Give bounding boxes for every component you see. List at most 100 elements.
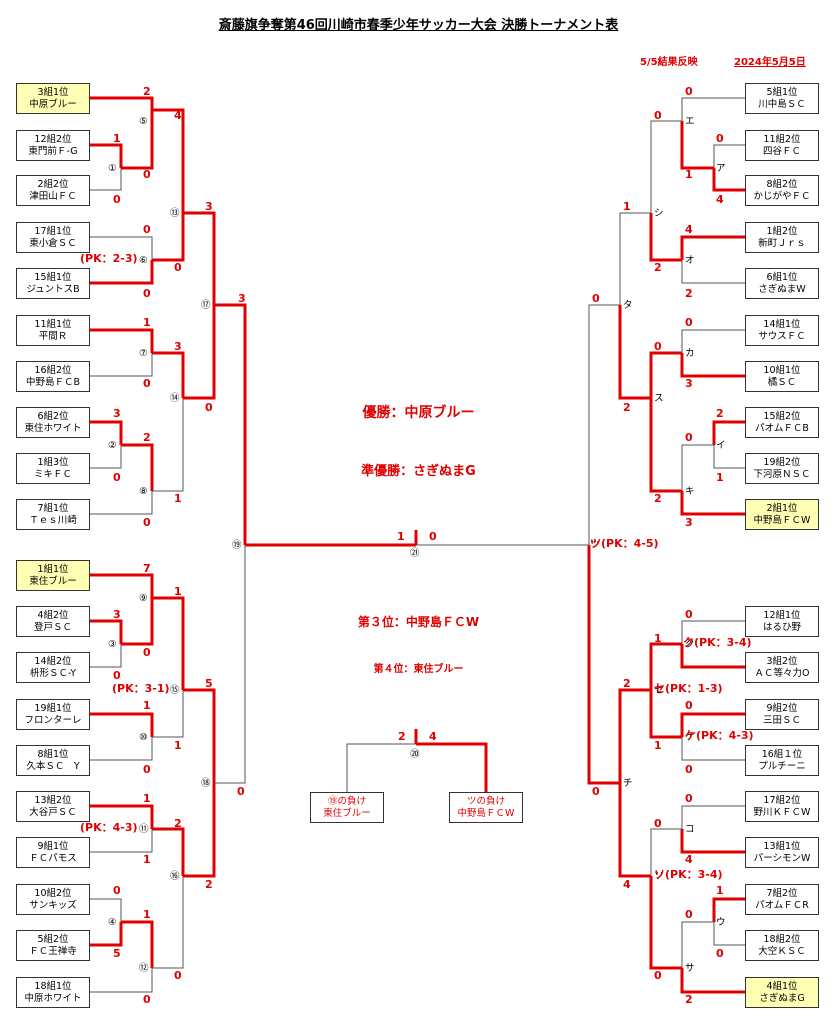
bracket-line bbox=[90, 737, 153, 761]
fourth-place-text: 第４位：東住ブルー bbox=[373, 664, 464, 675]
score: 0 bbox=[654, 969, 662, 982]
bracket-line bbox=[90, 898, 122, 922]
score: 1 bbox=[174, 739, 182, 752]
score: 1 bbox=[623, 200, 631, 213]
team-name: 中野島ＦＣW bbox=[753, 514, 811, 526]
bracket-line bbox=[681, 97, 745, 121]
pk-result: ケ(PK：4-3) bbox=[685, 729, 754, 742]
score: 0 bbox=[143, 377, 151, 390]
team-name: 枡形ＳＣ-Y bbox=[29, 667, 77, 679]
team-rank: 9組2位 bbox=[766, 702, 798, 714]
score: 0 bbox=[113, 471, 121, 484]
team-rank: 8組2位 bbox=[766, 178, 798, 190]
team-name: 野川ＫＦＣW bbox=[753, 806, 811, 818]
bracket-line bbox=[681, 805, 745, 829]
score: 2 bbox=[685, 287, 693, 300]
team-name: 東門前Ｆ-G bbox=[28, 145, 78, 157]
bracket-line bbox=[121, 598, 154, 646]
team-rank: 1組2位 bbox=[766, 225, 798, 237]
bracket-line bbox=[183, 305, 216, 400]
team-box: 6組1位さぎぬまW bbox=[745, 268, 819, 299]
score: 2 bbox=[685, 993, 693, 1006]
bracket-line bbox=[90, 619, 123, 644]
pk-result: ソ(PK：3-4) bbox=[654, 868, 723, 881]
team-box: 16組１位プルチーニ bbox=[745, 745, 819, 776]
team-box: 4組2位登戸ＳＣ bbox=[16, 606, 90, 637]
team-name: はるひ野 bbox=[762, 621, 801, 633]
team-box: 1組2位新町Ｊｒｓ bbox=[745, 222, 819, 253]
team-name: ジュントスB bbox=[26, 283, 80, 295]
pk-result: ツ(PK：4-5) bbox=[590, 537, 659, 550]
bracket-line bbox=[650, 828, 682, 876]
bracket-line bbox=[90, 328, 154, 353]
score: 0 bbox=[654, 817, 662, 830]
bracket-line bbox=[680, 712, 745, 737]
bracket-line bbox=[618, 305, 651, 400]
team-name: ＦＣ王禅寺 bbox=[29, 945, 77, 957]
bracket-line bbox=[649, 642, 682, 690]
pk-result: (PK：4-3) bbox=[80, 821, 138, 834]
match-label: ス bbox=[654, 393, 664, 404]
team-rank: 5組2位 bbox=[37, 933, 69, 945]
team-rank: 9組1位 bbox=[37, 840, 69, 852]
score: 4 bbox=[685, 223, 693, 236]
team-rank: 1組3位 bbox=[37, 456, 69, 468]
score: 4 bbox=[685, 853, 693, 866]
score: 1 bbox=[113, 132, 121, 145]
team-name: 登戸ＳＣ bbox=[33, 621, 72, 633]
bracket-line bbox=[214, 545, 246, 784]
team-name: 新町Ｊｒｓ bbox=[758, 237, 806, 249]
bracket-line bbox=[681, 737, 745, 761]
team-rank: 3組2位 bbox=[766, 655, 798, 667]
team-name: ＡＣ等々力O bbox=[754, 667, 810, 679]
team-box: 6組2位東住ホワイト bbox=[16, 407, 90, 438]
score: 2 bbox=[654, 492, 662, 505]
match-label: ツ bbox=[590, 540, 600, 551]
team-rank: 6組1位 bbox=[766, 271, 798, 283]
bracket-line bbox=[680, 353, 745, 378]
bracket-line bbox=[121, 145, 154, 170]
bracket-line bbox=[346, 743, 416, 792]
score: 2 bbox=[716, 407, 724, 420]
score: 4 bbox=[429, 730, 437, 743]
score: 0 bbox=[113, 669, 121, 682]
match-label: ⑳ bbox=[410, 749, 420, 760]
bracket-line bbox=[152, 690, 184, 738]
match-label: ① bbox=[108, 163, 117, 174]
score: 5 bbox=[113, 947, 121, 960]
score: 0 bbox=[716, 947, 724, 960]
score: 0 bbox=[685, 608, 693, 621]
score: 1 bbox=[143, 792, 151, 805]
team-rank: 10組2位 bbox=[34, 887, 72, 899]
match-label: ⑥ bbox=[139, 255, 148, 266]
match-label: シ bbox=[654, 208, 664, 219]
team-rank: 12組2位 bbox=[34, 133, 72, 145]
score: 4 bbox=[174, 109, 182, 122]
match-label: コ bbox=[685, 824, 695, 835]
score: 1 bbox=[143, 699, 151, 712]
bracket-line bbox=[152, 108, 185, 213]
score: 0 bbox=[685, 699, 693, 712]
bracket-line bbox=[681, 620, 745, 644]
score: 1 bbox=[143, 908, 151, 921]
score: 0 bbox=[205, 401, 213, 414]
score: 0 bbox=[654, 109, 662, 122]
score: 3 bbox=[238, 292, 246, 305]
team-box: 1組1位東住ブルー bbox=[16, 560, 90, 591]
match-label: ⑲ bbox=[232, 540, 242, 551]
bracket-line bbox=[618, 688, 651, 783]
bracket-line bbox=[618, 783, 651, 878]
score: 0 bbox=[654, 340, 662, 353]
score: 2 bbox=[623, 401, 631, 414]
team-name: 橘ＳＣ bbox=[767, 376, 797, 388]
bracket-line bbox=[152, 398, 184, 492]
match-label: オ bbox=[685, 255, 695, 266]
match-label: タ bbox=[623, 300, 633, 311]
bracket-line bbox=[90, 96, 154, 110]
bracket-line bbox=[712, 420, 745, 445]
team-name: 東小倉ＳＣ bbox=[29, 237, 77, 249]
match-label: ウ bbox=[716, 917, 726, 928]
team-name: 中野島ＦＣW bbox=[457, 807, 515, 819]
score: 3 bbox=[174, 340, 182, 353]
